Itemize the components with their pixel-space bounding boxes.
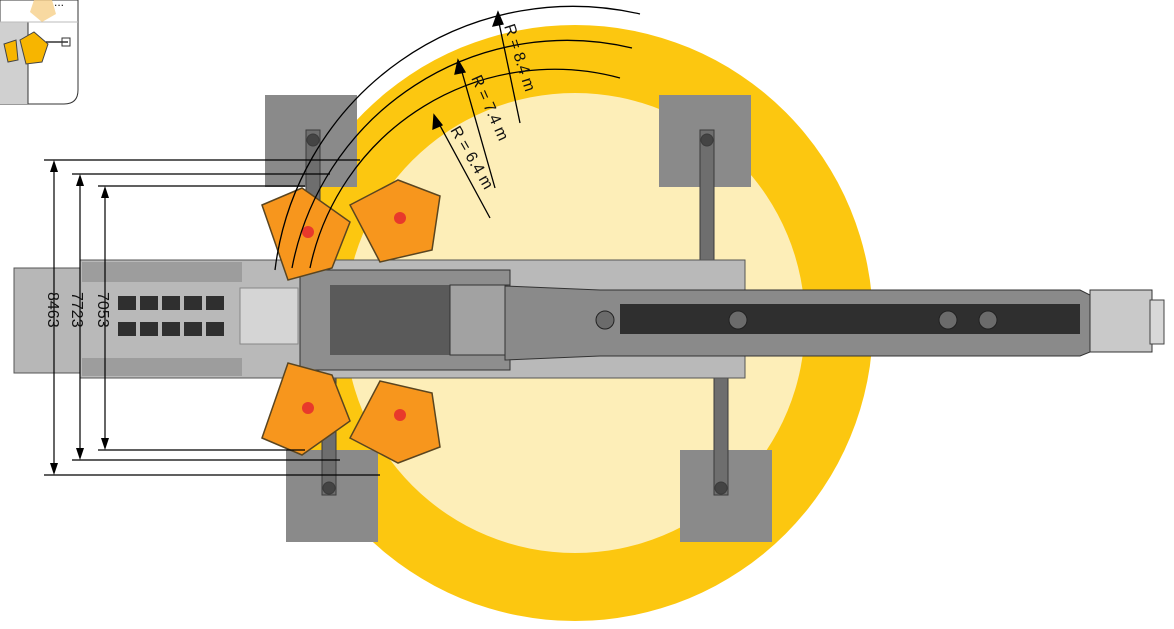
arc-r84 bbox=[274, 5, 641, 271]
dimension-arrowheads bbox=[50, 160, 109, 475]
dimension-8463: 8463 bbox=[44, 292, 61, 328]
radius-arcs bbox=[274, 5, 641, 271]
arc-r64 bbox=[309, 68, 621, 269]
dimension-lines bbox=[44, 159, 380, 476]
dimension-7053: 7053 bbox=[94, 292, 111, 328]
crane-boom bbox=[504, 285, 1165, 361]
arc-r74 bbox=[291, 39, 633, 269]
inset-thumbnail: ... bbox=[0, 0, 79, 105]
inset-counterweight-icon bbox=[19, 31, 49, 65]
radius-arrows bbox=[432, 10, 521, 219]
dimension-7723: 7723 bbox=[68, 292, 85, 328]
inset-label: ... bbox=[54, 0, 64, 9]
crane-carrier bbox=[13, 259, 746, 379]
counterweight-markers bbox=[302, 212, 406, 421]
counterweight-bottom-right bbox=[348, 380, 441, 464]
